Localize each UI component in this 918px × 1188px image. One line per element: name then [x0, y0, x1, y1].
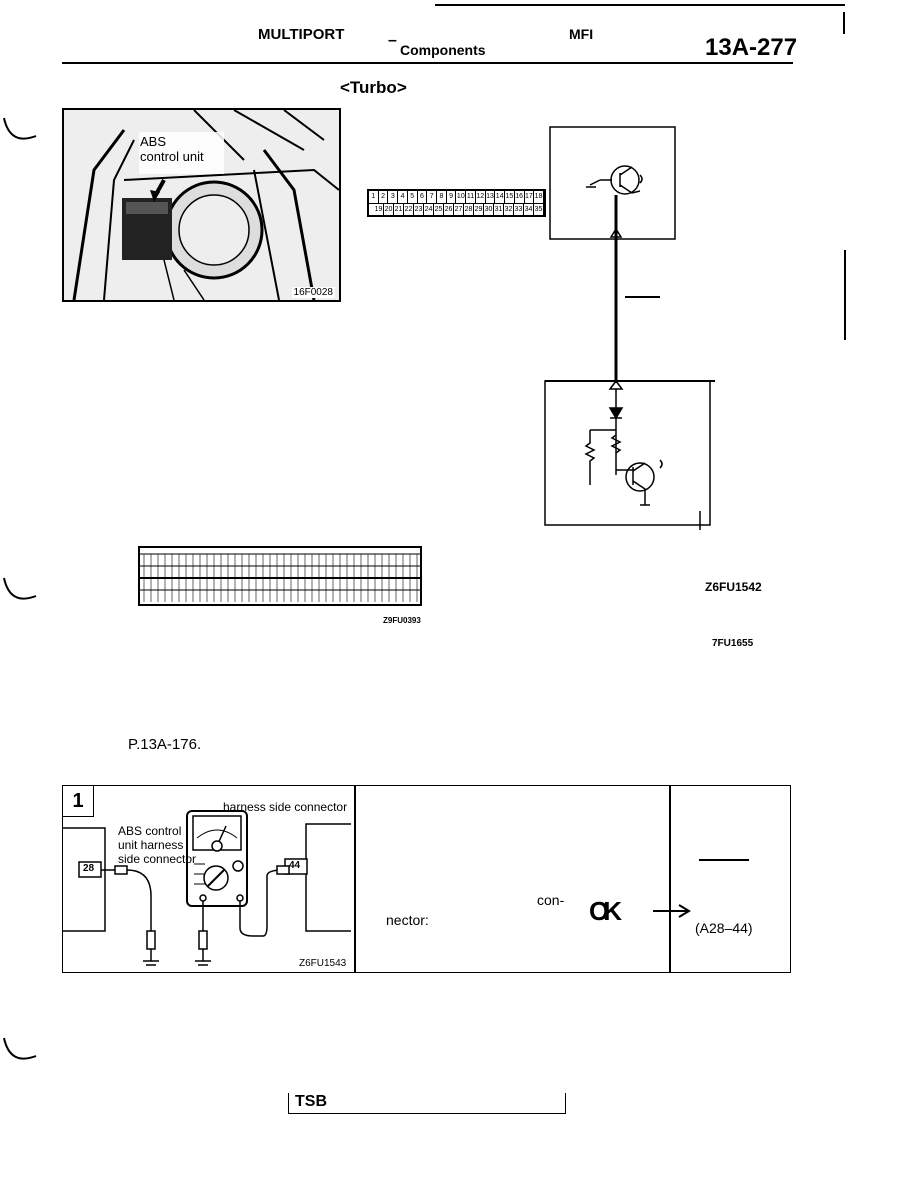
header-rule [62, 62, 793, 64]
harness-label: harness side connector [223, 800, 348, 814]
ok-text: OK [589, 896, 622, 926]
variant-label: <Turbo> [340, 78, 407, 97]
connector-pin: 12 [476, 191, 486, 203]
connector-pin: 10 [456, 191, 467, 203]
binder-hole-2 [3, 577, 37, 600]
connector-pin: 27 [454, 204, 464, 215]
connector-pin: 33 [514, 204, 524, 215]
step-code: Z6FU1543 [299, 958, 347, 969]
connector-pin: 30 [484, 204, 494, 215]
header-section: MULTIPORT [258, 26, 345, 43]
step-illustration [63, 794, 351, 966]
connector-pin: 13 [486, 191, 496, 203]
connector-pin: 25 [434, 204, 444, 215]
tsb-box: TSB [288, 1093, 566, 1114]
photo-label-2: control unit [140, 149, 204, 164]
connector-pin: 9 [447, 191, 457, 203]
result-rule [699, 859, 749, 861]
page-number: 13A-277 [705, 34, 798, 61]
top-right-rule [435, 4, 845, 6]
connector-pin: 29 [474, 204, 484, 215]
connector-pin: 34 [524, 204, 534, 215]
reference-text: P.13A-176. [128, 736, 202, 753]
connector-pin: 31 [494, 204, 504, 215]
header-sub: Components [400, 42, 486, 58]
step-result: (A28–44) [695, 920, 753, 936]
abs-label-1: ABS control [118, 824, 182, 838]
binder-hole-1 [3, 117, 37, 140]
connector-pin: 24 [424, 204, 434, 215]
tsb-label: TSB [295, 1093, 327, 1110]
connector-large-pins [140, 553, 420, 602]
connector-pin: 22 [404, 204, 414, 215]
connector-pin: 17 [525, 191, 535, 203]
pin-right-label: 44 [289, 860, 301, 871]
connector-large-code: Z9FU0393 [383, 616, 421, 625]
step-col-divider [354, 786, 356, 972]
connector-pin: 7 [427, 191, 438, 203]
header-system: MFI [569, 26, 594, 42]
header-dash: – [388, 32, 397, 49]
connector-pin: 20 [384, 204, 394, 215]
connector-pin: 32 [504, 204, 514, 215]
aux-code: 7FU1655 [712, 638, 754, 649]
photo-label-1: ABS [140, 134, 167, 149]
connector-pin: 28 [464, 204, 474, 215]
ok-arrow-icon [653, 904, 691, 918]
connector-pin: 4 [398, 191, 408, 203]
connector-pin: 35 [534, 204, 544, 215]
connector-pin: 18 [534, 191, 544, 203]
connector-pin: 14 [495, 191, 506, 203]
photo-code: 16F0028 [291, 287, 335, 298]
result-col-divider [669, 786, 671, 972]
connector-pin: 8 [437, 191, 447, 203]
connector-pin: 16 [515, 191, 525, 203]
binder-hole-3 [3, 1037, 37, 1060]
abs-label-3: side connector [118, 852, 197, 866]
connector-pin: 19 [374, 204, 384, 215]
connector-pin: 23 [414, 204, 424, 215]
pin-left-label: 28 [83, 863, 95, 874]
connector-pin: 21 [394, 204, 404, 215]
step-number: 1 [72, 790, 84, 812]
step-text-con: con- [537, 892, 565, 908]
connector-pin: 5 [408, 191, 418, 203]
connector-pin: 26 [444, 204, 454, 215]
location-photo: ABS control unit 16F0028 [62, 108, 341, 302]
abs-label-2: unit harness [118, 838, 184, 852]
step-number-box: 1 [63, 786, 94, 817]
connector-pin: 15 [505, 191, 515, 203]
connector-pin: 6 [418, 191, 428, 203]
right-margin-bar [844, 250, 846, 340]
circuit-diagram [544, 126, 715, 530]
connector-pin: 1 [369, 191, 379, 203]
photo-drawing [64, 110, 339, 300]
connector-pin: 11 [466, 191, 476, 203]
step-text-nector: nector: [386, 912, 429, 928]
ok-mark: OK [589, 896, 635, 932]
circuit-code: Z6FU1542 [705, 580, 762, 594]
step-table: 1 28 44 harness side connector ABS contr… [62, 785, 791, 973]
connector-pin: 3 [388, 191, 399, 203]
connector-large [138, 546, 422, 606]
connector-pin: 2 [379, 191, 389, 203]
right-margin-mark [843, 12, 845, 34]
